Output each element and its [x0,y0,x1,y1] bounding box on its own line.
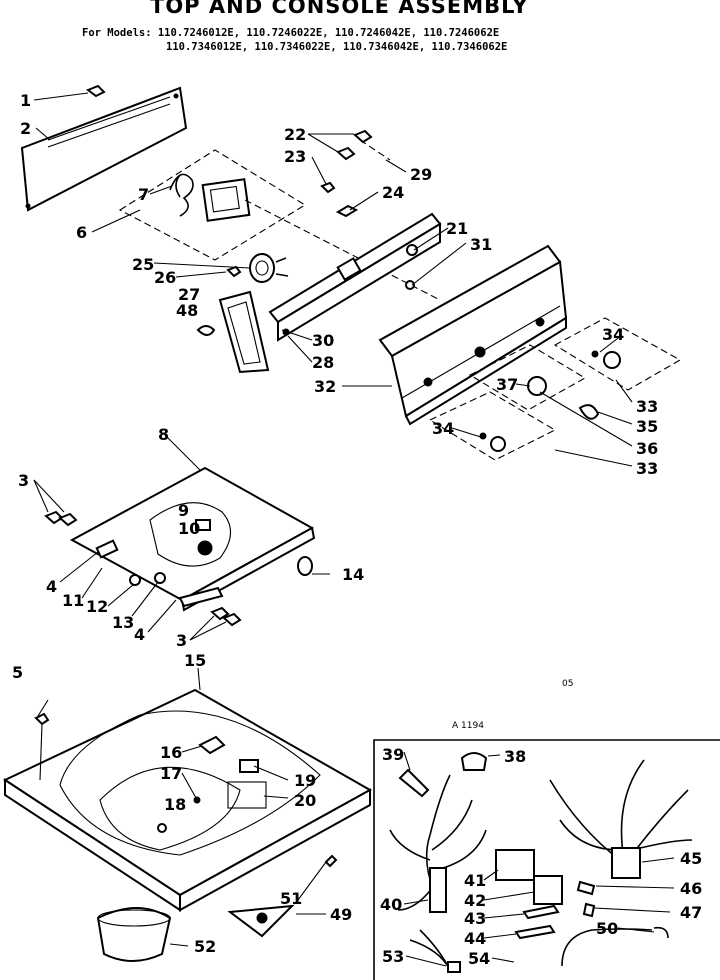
label-6: 6 [76,223,87,242]
label-41: 41 [464,871,486,890]
wiring-harness-box [373,739,720,980]
diagram-title: TOP AND CONSOLE ASSEMBLY [150,0,529,18]
note-a1194: A 1194 [452,721,484,731]
note-05: 05 [562,679,573,689]
console-housing [378,244,568,426]
label-29: 29 [410,165,432,184]
label-54: 54 [468,949,490,968]
label-39: 39 [382,745,404,764]
label-4a: 4 [46,577,57,596]
label-46: 46 [680,879,702,898]
label-14: 14 [342,565,364,584]
console-back-panel [20,84,188,212]
model-list: For Models: 110.7246012E, 110.7246022E, … [82,26,507,54]
model-list-line-1: For Models: 110.7246012E, 110.7246022E, … [82,27,500,39]
label-37: 37 [496,375,518,394]
label-3b: 3 [176,631,187,650]
label-21: 21 [446,219,468,238]
label-47: 47 [680,903,702,922]
label-19: 19 [294,771,316,790]
label-5: 5 [12,663,23,682]
label-52: 52 [194,937,216,956]
label-20: 20 [294,791,316,810]
label-34a: 34 [602,325,624,344]
label-33a: 33 [636,397,658,416]
label-9: 9 [178,501,189,520]
label-36: 36 [636,439,658,458]
label-45: 45 [680,849,702,868]
label-28: 28 [312,353,334,372]
label-22: 22 [284,125,306,144]
label-12: 12 [86,597,108,616]
label-32: 32 [314,377,336,396]
label-11: 11 [62,591,84,610]
model-list-line-2: 110.7346012E, 110.7346022E, 110.7346042E… [166,41,508,53]
label-23: 23 [284,147,306,166]
label-2: 2 [20,119,31,138]
washer-top-panel [2,688,373,912]
label-48: 48 [176,301,198,320]
label-38: 38 [504,747,526,766]
console-bracket [268,212,442,342]
label-24: 24 [382,183,404,202]
label-13: 13 [112,613,134,632]
label-26: 26 [154,268,176,287]
label-3a: 3 [18,471,29,490]
label-34b: 34 [432,419,454,438]
label-27: 27 [178,285,200,304]
label-42: 42 [464,891,486,910]
label-10: 10 [178,519,200,538]
label-1: 1 [20,91,31,110]
label-16: 16 [160,743,182,762]
label-35: 35 [636,417,658,436]
label-49: 49 [330,905,352,924]
bottom-small-parts [96,854,338,962]
label-40: 40 [380,895,402,914]
selector-knob-group [196,253,290,374]
label-8: 8 [158,425,169,444]
label-25: 25 [132,255,154,274]
upper-screws [320,129,391,218]
label-17: 17 [160,764,182,783]
label-43: 43 [464,909,486,928]
label-30: 30 [312,331,334,350]
label-31: 31 [470,235,492,254]
label-4b: 4 [134,625,145,644]
switch-assemblies [428,317,682,461]
label-7: 7 [138,185,149,204]
label-33b: 33 [636,459,658,478]
label-51: 51 [280,889,302,908]
label-18: 18 [164,795,186,814]
label-15: 15 [184,651,206,670]
label-50: 50 [596,919,618,938]
label-44: 44 [464,929,486,948]
leader-lines [33,92,675,967]
top-lid [44,466,316,627]
part-labels: 1 2 3 3 4 4 5 6 7 8 9 10 11 12 13 14 15 … [12,91,702,968]
label-53: 53 [382,947,404,966]
